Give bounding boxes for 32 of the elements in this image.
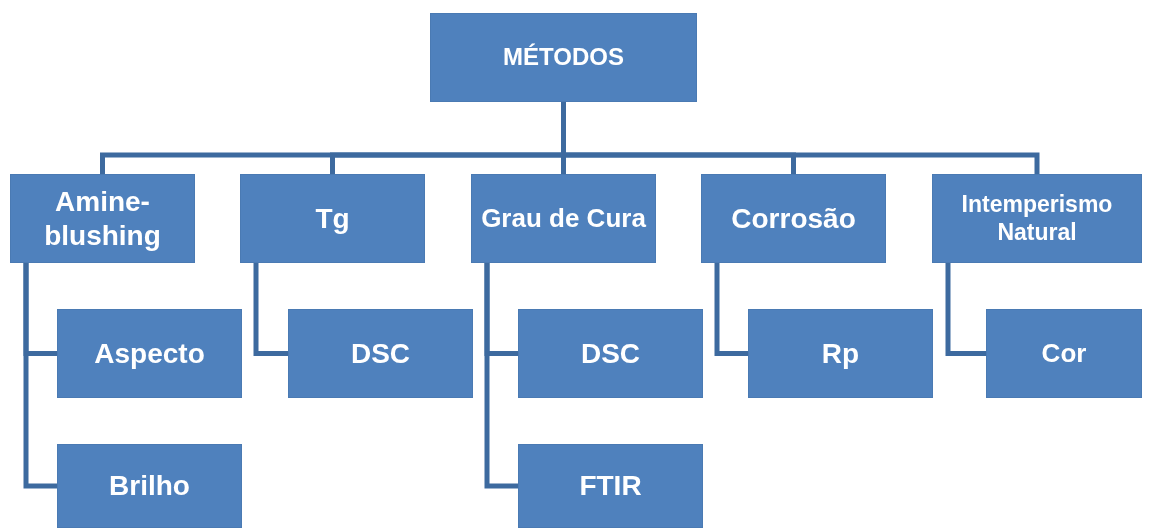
process-box — [430, 13, 697, 102]
connector-line — [253, 263, 288, 356]
box-label: DSC — [580, 336, 641, 371]
box-label: Grau de Cura — [481, 202, 646, 235]
connector-line — [714, 263, 748, 356]
connector-line — [561, 102, 1040, 174]
process-box — [701, 174, 886, 263]
box-label: Brilho — [109, 469, 190, 503]
process-box — [748, 309, 933, 398]
box-label: DSC — [350, 336, 411, 371]
box-label: Tg — [315, 201, 350, 236]
box-label: Amine-blushing — [43, 184, 162, 253]
box-label: Corrosão — [731, 201, 856, 236]
connector-line — [23, 263, 57, 489]
process-box — [518, 309, 703, 398]
process-box — [57, 309, 242, 398]
box-label: MÉTODOS — [503, 43, 624, 72]
process-box — [932, 174, 1142, 263]
process-box — [10, 174, 195, 263]
box-label: FTIR — [579, 469, 642, 503]
process-box — [518, 444, 703, 528]
process-box — [288, 309, 473, 398]
box-label: Aspecto — [94, 336, 205, 371]
process-box — [240, 174, 425, 263]
connector-line — [484, 263, 518, 489]
connector-line — [945, 263, 986, 356]
box-label: Intemperismo Natural — [960, 190, 1114, 247]
process-box — [986, 309, 1142, 398]
box-label: Rp — [821, 336, 860, 371]
process-box — [471, 174, 656, 263]
box-label: Cor — [1041, 337, 1087, 370]
process-box — [57, 444, 242, 528]
